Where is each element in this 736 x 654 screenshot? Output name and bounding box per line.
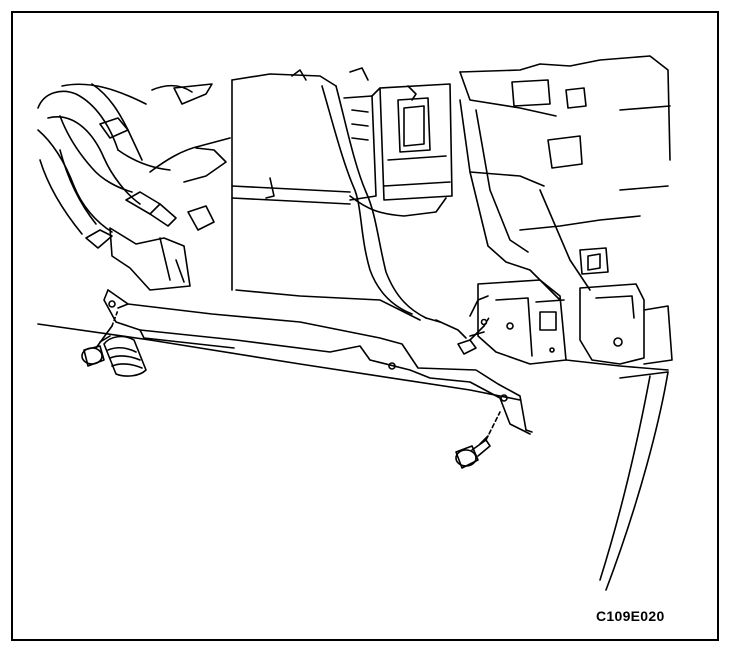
left-hose-and-bolt (81, 309, 147, 377)
floor-line (37, 323, 521, 401)
support-bracket (103, 289, 533, 435)
center-panel (231, 67, 447, 321)
lower-bolt (455, 411, 501, 469)
center-bolt (425, 315, 491, 355)
left-blower-housing (37, 83, 231, 291)
right-bracket-assembly (469, 279, 673, 371)
control-module (343, 83, 453, 201)
lower-trim-edge (599, 371, 669, 591)
figure-code-label: C109E020 (596, 608, 665, 624)
instrument-panel-structure (459, 55, 671, 301)
